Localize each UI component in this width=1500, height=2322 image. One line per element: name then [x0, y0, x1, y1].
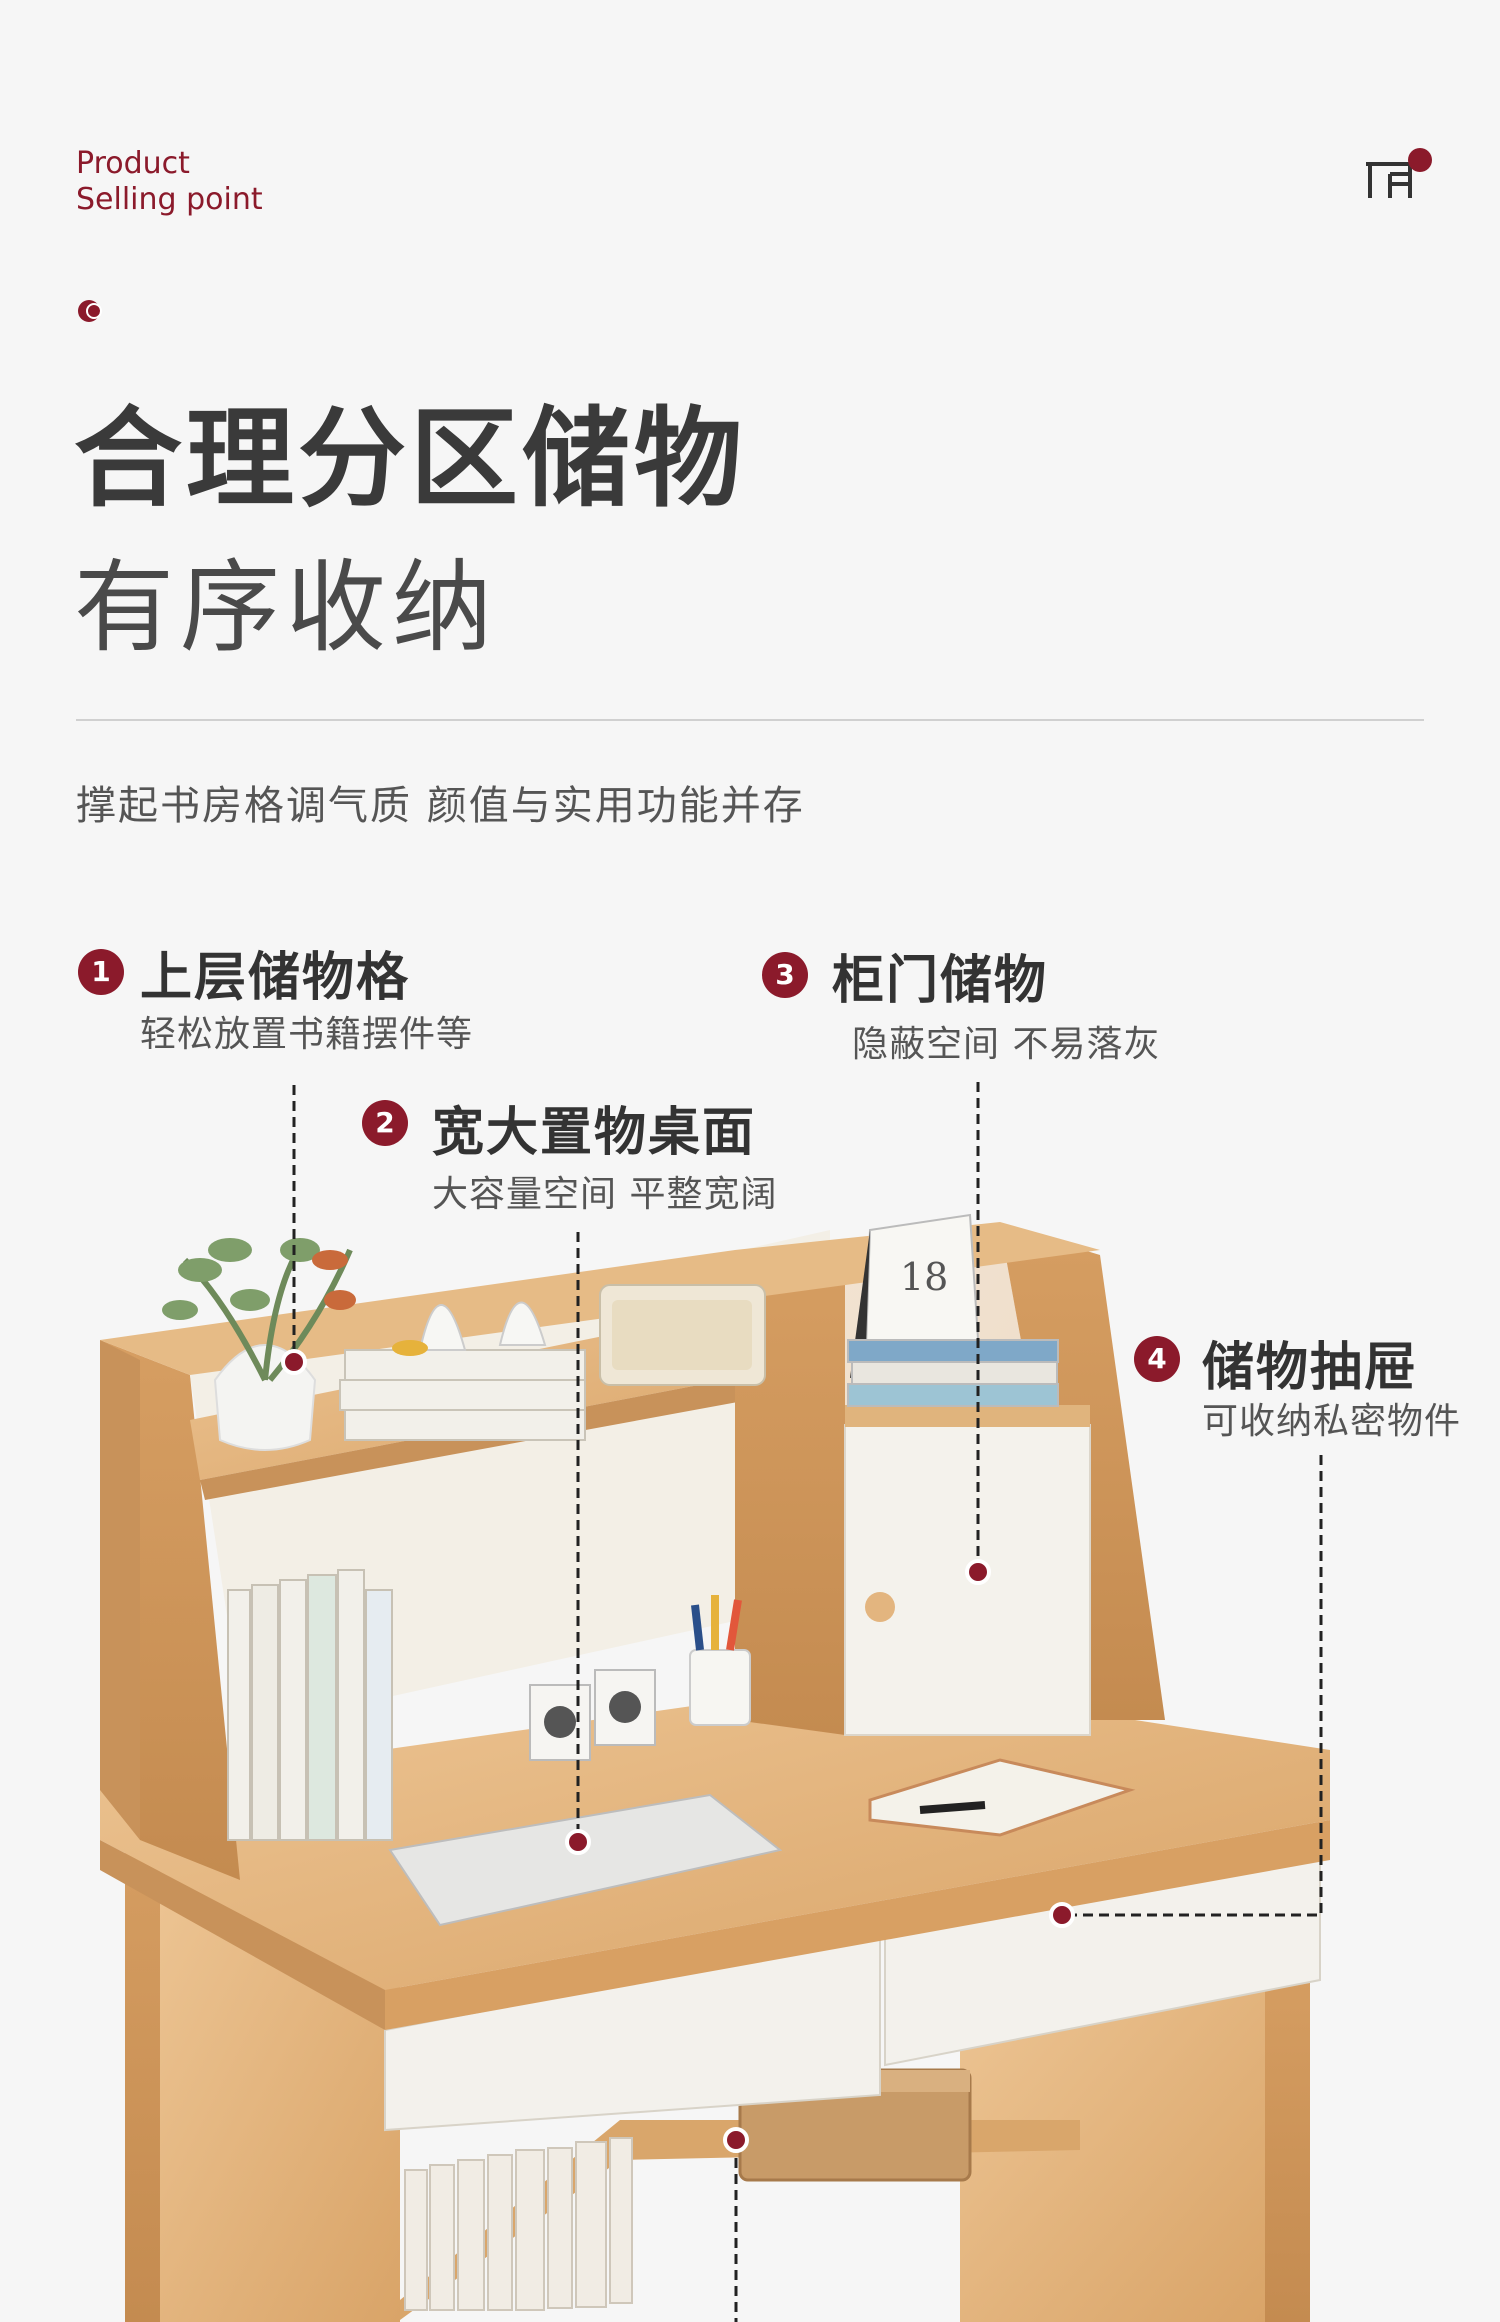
divider [76, 719, 1424, 721]
feature-2-number: 2 [362, 1100, 408, 1146]
eyebrow-line-1: Product [76, 146, 190, 181]
feature-4-title: 储物抽屉 [1202, 1338, 1419, 1398]
feature-1-number: 1 [78, 949, 124, 995]
feature-4-number: 4 [1134, 1336, 1180, 1382]
product-selling-point-label: Product Selling point [76, 146, 263, 218]
feature-3-desc: 隐蔽空间 不易落灰 [852, 1024, 1161, 1065]
bullet-dot-icon [78, 300, 102, 322]
feature-2-desc: 大容量空间 平整宽阔 [432, 1174, 778, 1215]
feature-2-title: 宽大置物桌面 [432, 1103, 757, 1163]
feature-4-desc: 可收纳私密物件 [1202, 1401, 1462, 1442]
feature-1-title: 上层储物格 [140, 948, 411, 1008]
feature-3-number: 3 [762, 952, 808, 998]
feature-3-title: 柜门储物 [832, 951, 1049, 1011]
tagline: 撑起书房格调气质 颜值与实用功能并存 [76, 783, 805, 829]
svg-text:18: 18 [900, 1255, 948, 1299]
headline-subtitle: 有序收纳 [74, 549, 498, 666]
desk-logo-icon [1366, 148, 1432, 198]
feature-1-desc: 轻松放置书籍摆件等 [140, 1014, 474, 1055]
eyebrow-line-2: Selling point [76, 182, 263, 217]
headline-title: 合理分区储物 [74, 397, 747, 522]
